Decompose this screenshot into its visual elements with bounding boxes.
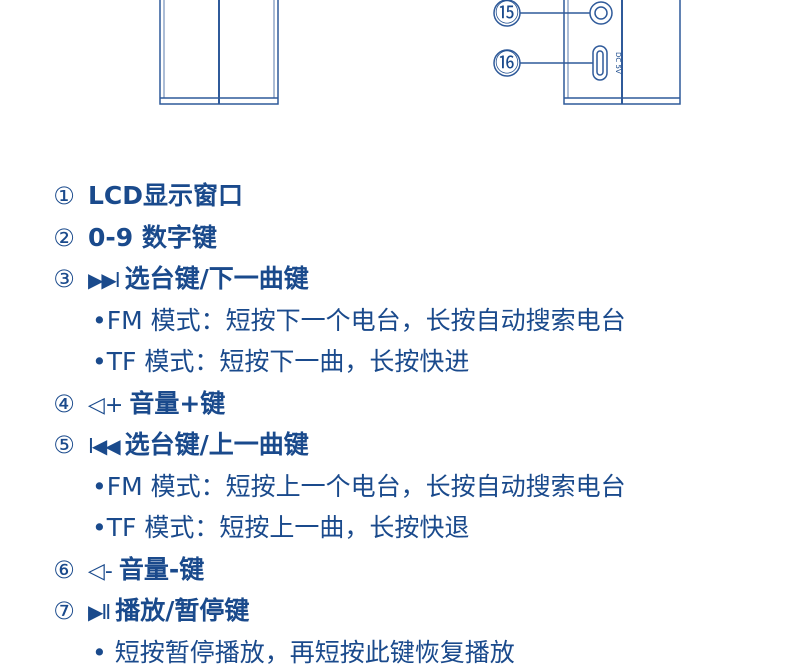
item-number: ②	[53, 224, 75, 252]
item-5: ⑤ I◀◀选台键/上一曲键	[50, 429, 309, 462]
headphone-jack-icon	[589, 1, 613, 25]
item-6: ⑥ ◁-音量-键	[50, 554, 204, 588]
item-label: 选台键/下一曲键	[124, 264, 309, 293]
callout-16: ⑯	[495, 49, 519, 77]
port-label: DC 5V	[614, 52, 622, 74]
volume-down-icon: ◁-	[88, 559, 113, 584]
next-track-icon: ▶▶I	[88, 268, 121, 292]
item-3-sub-1: •FM 模式：短按下一个电台，长按自动搜索电台	[92, 306, 626, 335]
item-number: ⑤	[53, 431, 75, 459]
item-number: ①	[53, 182, 75, 210]
item-7-sub-1: • 短按暂停播放，再短按此键恢复播放	[92, 638, 515, 667]
item-5-sub-2: •TF 模式：短按上一曲，长按快退	[92, 513, 470, 542]
item-label: 0-9 数字键	[88, 223, 217, 252]
item-number: ③	[53, 265, 75, 293]
play-pause-icon: ▶II	[88, 600, 111, 624]
item-number: ⑦	[53, 597, 75, 625]
volume-up-icon: ◁+	[88, 393, 124, 418]
item-number: ④	[53, 390, 75, 418]
item-3-sub-2: •TF 模式：短按下一曲，长按快进	[92, 347, 470, 376]
item-number: ⑥	[53, 556, 75, 584]
item-label: 音量+键	[129, 389, 226, 418]
item-2: ② 0-9 数字键	[50, 222, 217, 254]
item-4: ④ ◁+音量+键	[50, 388, 225, 422]
item-label: LCD显示窗口	[88, 181, 244, 210]
item-label: 选台键/上一曲键	[124, 430, 309, 459]
callout-15: ⑮	[495, 0, 519, 27]
item-label: 音量-键	[118, 555, 205, 584]
previous-track-icon: I◀◀	[88, 434, 121, 458]
item-label: 播放/暂停键	[115, 596, 250, 625]
item-5-sub-1: •FM 模式：短按上一个电台，长按自动搜索电台	[92, 472, 626, 501]
device-diagram: ⑮ ⑯ DC 5V	[159, 0, 681, 105]
item-1: ① LCD显示窗口	[50, 180, 243, 212]
